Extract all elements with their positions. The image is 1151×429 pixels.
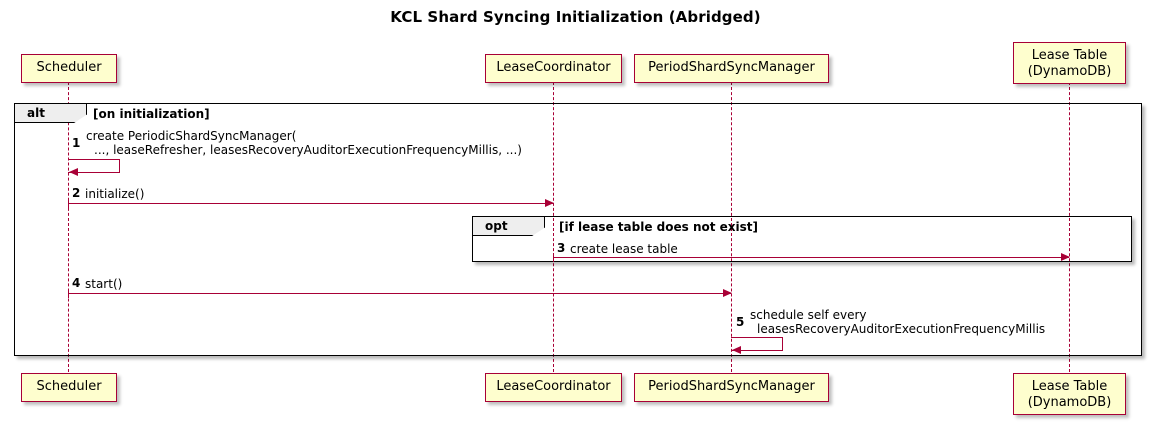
message-3-label: create lease table (570, 242, 678, 256)
page-title: KCL Shard Syncing Initialization (Abridg… (390, 8, 761, 26)
participant-scheduler-bottom[interactable]: Scheduler (21, 373, 117, 402)
message-2-tail (68, 199, 69, 208)
fragment-opt-guard: [if lease table does not exist] (559, 220, 759, 234)
message-1-label-line1: create PeriodicShardSyncManager( (86, 129, 297, 143)
message-4-arrowhead (723, 289, 732, 297)
message-4-tail (68, 289, 69, 298)
message-2-line (68, 203, 553, 204)
participant-period-shard-sync-manager-bottom[interactable]: PeriodShardSyncManager (634, 373, 829, 402)
message-5-label-line2: leasesRecoveryAuditorExecutionFrequencyM… (757, 322, 1046, 336)
lifeline-lease-coordinator (553, 82, 554, 372)
message-2-label: initialize() (85, 187, 145, 201)
participant-period-shard-sync-manager-top[interactable]: PeriodShardSyncManager (634, 54, 829, 83)
message-1-label-line2: ..., leaseRefresher, leasesRecoveryAudit… (94, 143, 522, 157)
fragment-opt-label: opt (473, 217, 545, 236)
message-3-line (553, 257, 1069, 258)
message-3-number: 3 (557, 241, 566, 255)
fragment-alt-label: alt (15, 104, 87, 123)
participant-lease-coordinator-top[interactable]: LeaseCoordinator (485, 54, 622, 83)
lifeline-lease-table (1069, 82, 1070, 372)
participant-lease-coordinator-bottom[interactable]: LeaseCoordinator (485, 373, 622, 402)
lifeline-scheduler (68, 82, 69, 372)
lifeline-period-shard-sync-manager (731, 82, 732, 372)
message-2-number: 2 (72, 186, 81, 200)
message-5-arrowhead (732, 346, 741, 354)
message-5-self-loop (731, 337, 783, 351)
message-4-label: start() (85, 277, 123, 291)
participant-scheduler-top[interactable]: Scheduler (21, 54, 117, 83)
fragment-opt: opt (472, 216, 1132, 262)
participant-lease-table-top[interactable]: Lease Table (DynamoDB) (1013, 42, 1126, 84)
message-4-line (68, 293, 731, 294)
fragment-alt: alt (14, 103, 1142, 356)
participant-lease-table-bottom[interactable]: Lease Table (DynamoDB) (1013, 373, 1126, 415)
message-5-label-line1: schedule self every (750, 308, 867, 322)
message-4-number: 4 (72, 276, 81, 290)
fragment-alt-guard: [on initialization] (93, 107, 210, 121)
message-5-number: 5 (736, 315, 745, 329)
message-1-self-loop (68, 159, 120, 173)
message-2-arrowhead (545, 199, 554, 207)
message-3-tail (553, 253, 554, 262)
message-3-arrowhead (1061, 253, 1070, 261)
message-1-number: 1 (72, 136, 81, 150)
message-1-arrowhead (69, 168, 78, 176)
